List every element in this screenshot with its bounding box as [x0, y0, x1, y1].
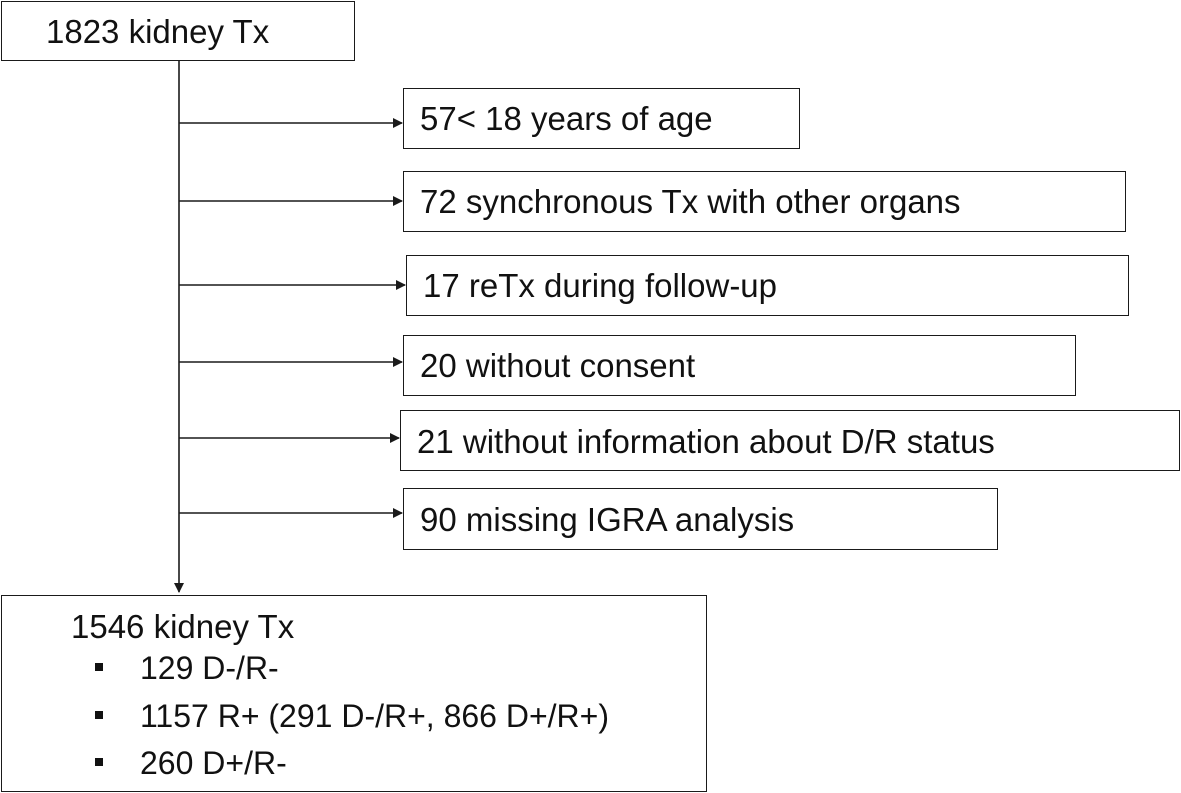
exclusion-label-3: 17 reTx during follow-up — [423, 267, 778, 304]
exclusion-box-6: 90 missing IGRA analysis — [403, 488, 998, 550]
exclusion-label-5: 21 without information about D/R status — [417, 423, 995, 460]
bullet-icon — [95, 758, 103, 766]
bottom-box-title: 1546 kidney Tx — [71, 608, 295, 645]
exclusion-box-5: 21 without information about D/R status — [400, 410, 1180, 471]
bottom-box: 1546 kidney Tx 129 D-/R- 1157 R+ (291 D-… — [1, 595, 707, 792]
bottom-item-3: 260 D+/R- — [140, 745, 287, 781]
exclusion-box-1: 57< 18 years of age — [403, 88, 800, 149]
top-box-label: 1823 kidney Tx — [46, 13, 270, 50]
exclusion-label-2: 72 synchronous Tx with other organs — [420, 183, 961, 220]
top-box: 1823 kidney Tx — [1, 1, 355, 61]
exclusion-box-2: 72 synchronous Tx with other organs — [403, 171, 1126, 232]
exclusion-box-3: 17 reTx during follow-up — [406, 255, 1129, 316]
bottom-item-2: 1157 R+ (291 D-/R+, 866 D+/R+) — [140, 698, 609, 734]
bullet-icon — [95, 663, 103, 671]
exclusion-box-4: 20 without consent — [403, 335, 1076, 396]
exclusion-label-1: 57< 18 years of age — [420, 100, 713, 137]
bullet-icon — [95, 711, 103, 719]
bottom-item-1: 129 D-/R- — [140, 650, 279, 686]
exclusion-label-6: 90 missing IGRA analysis — [420, 501, 795, 538]
exclusion-label-4: 20 without consent — [420, 347, 696, 384]
